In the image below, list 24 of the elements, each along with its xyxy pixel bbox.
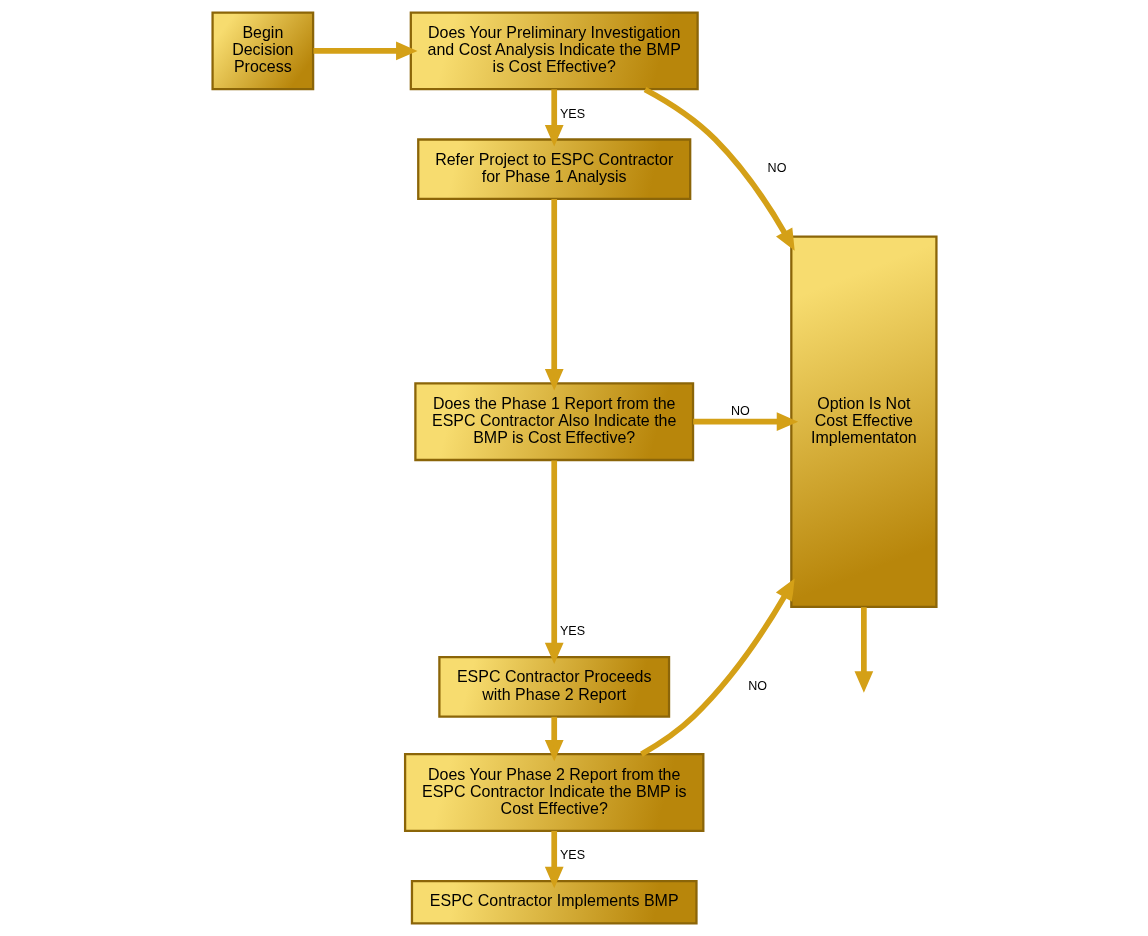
arrow <box>692 412 798 432</box>
arrow <box>544 460 564 665</box>
node-box: ESPC Contractor Proceeds with Phase 2 Report <box>437 655 670 718</box>
arrow <box>544 89 564 147</box>
node-box: Refer Project to ESPC Contractor for Phase 1 Analysis <box>416 138 691 201</box>
node-box: Option Is Not Cost Effective Implementaton <box>789 235 938 608</box>
node-box: Does Your Preliminary Investigation and Cost Analysis Indicate the BMP is Cost Effective? <box>409 11 699 91</box>
node-box: Does Your Phase 2 Report from the ESPC Contractor Indicate the BMP is Cost Effective? <box>403 753 704 832</box>
arrow <box>854 607 873 693</box>
edge-label: NO <box>747 679 767 694</box>
edge-label: YES <box>559 106 585 121</box>
arrow <box>313 41 417 61</box>
arrow <box>544 716 564 762</box>
edge-label: YES <box>559 848 585 863</box>
node-box: Does the Phase 1 Report from the ESPC Contractor Also Indicate the BMP is Cost Effective? <box>413 382 694 462</box>
edge-label: NO <box>730 403 750 418</box>
edge-label: YES <box>559 624 585 639</box>
arrow <box>643 86 795 251</box>
arrow <box>544 199 564 391</box>
node-box: Begin Decision Process <box>210 11 314 91</box>
arrow <box>544 830 564 889</box>
node-box: ESPC Contractor Implements BMP <box>410 879 698 925</box>
arrow <box>639 578 795 757</box>
edge-label: NO <box>767 161 786 176</box>
